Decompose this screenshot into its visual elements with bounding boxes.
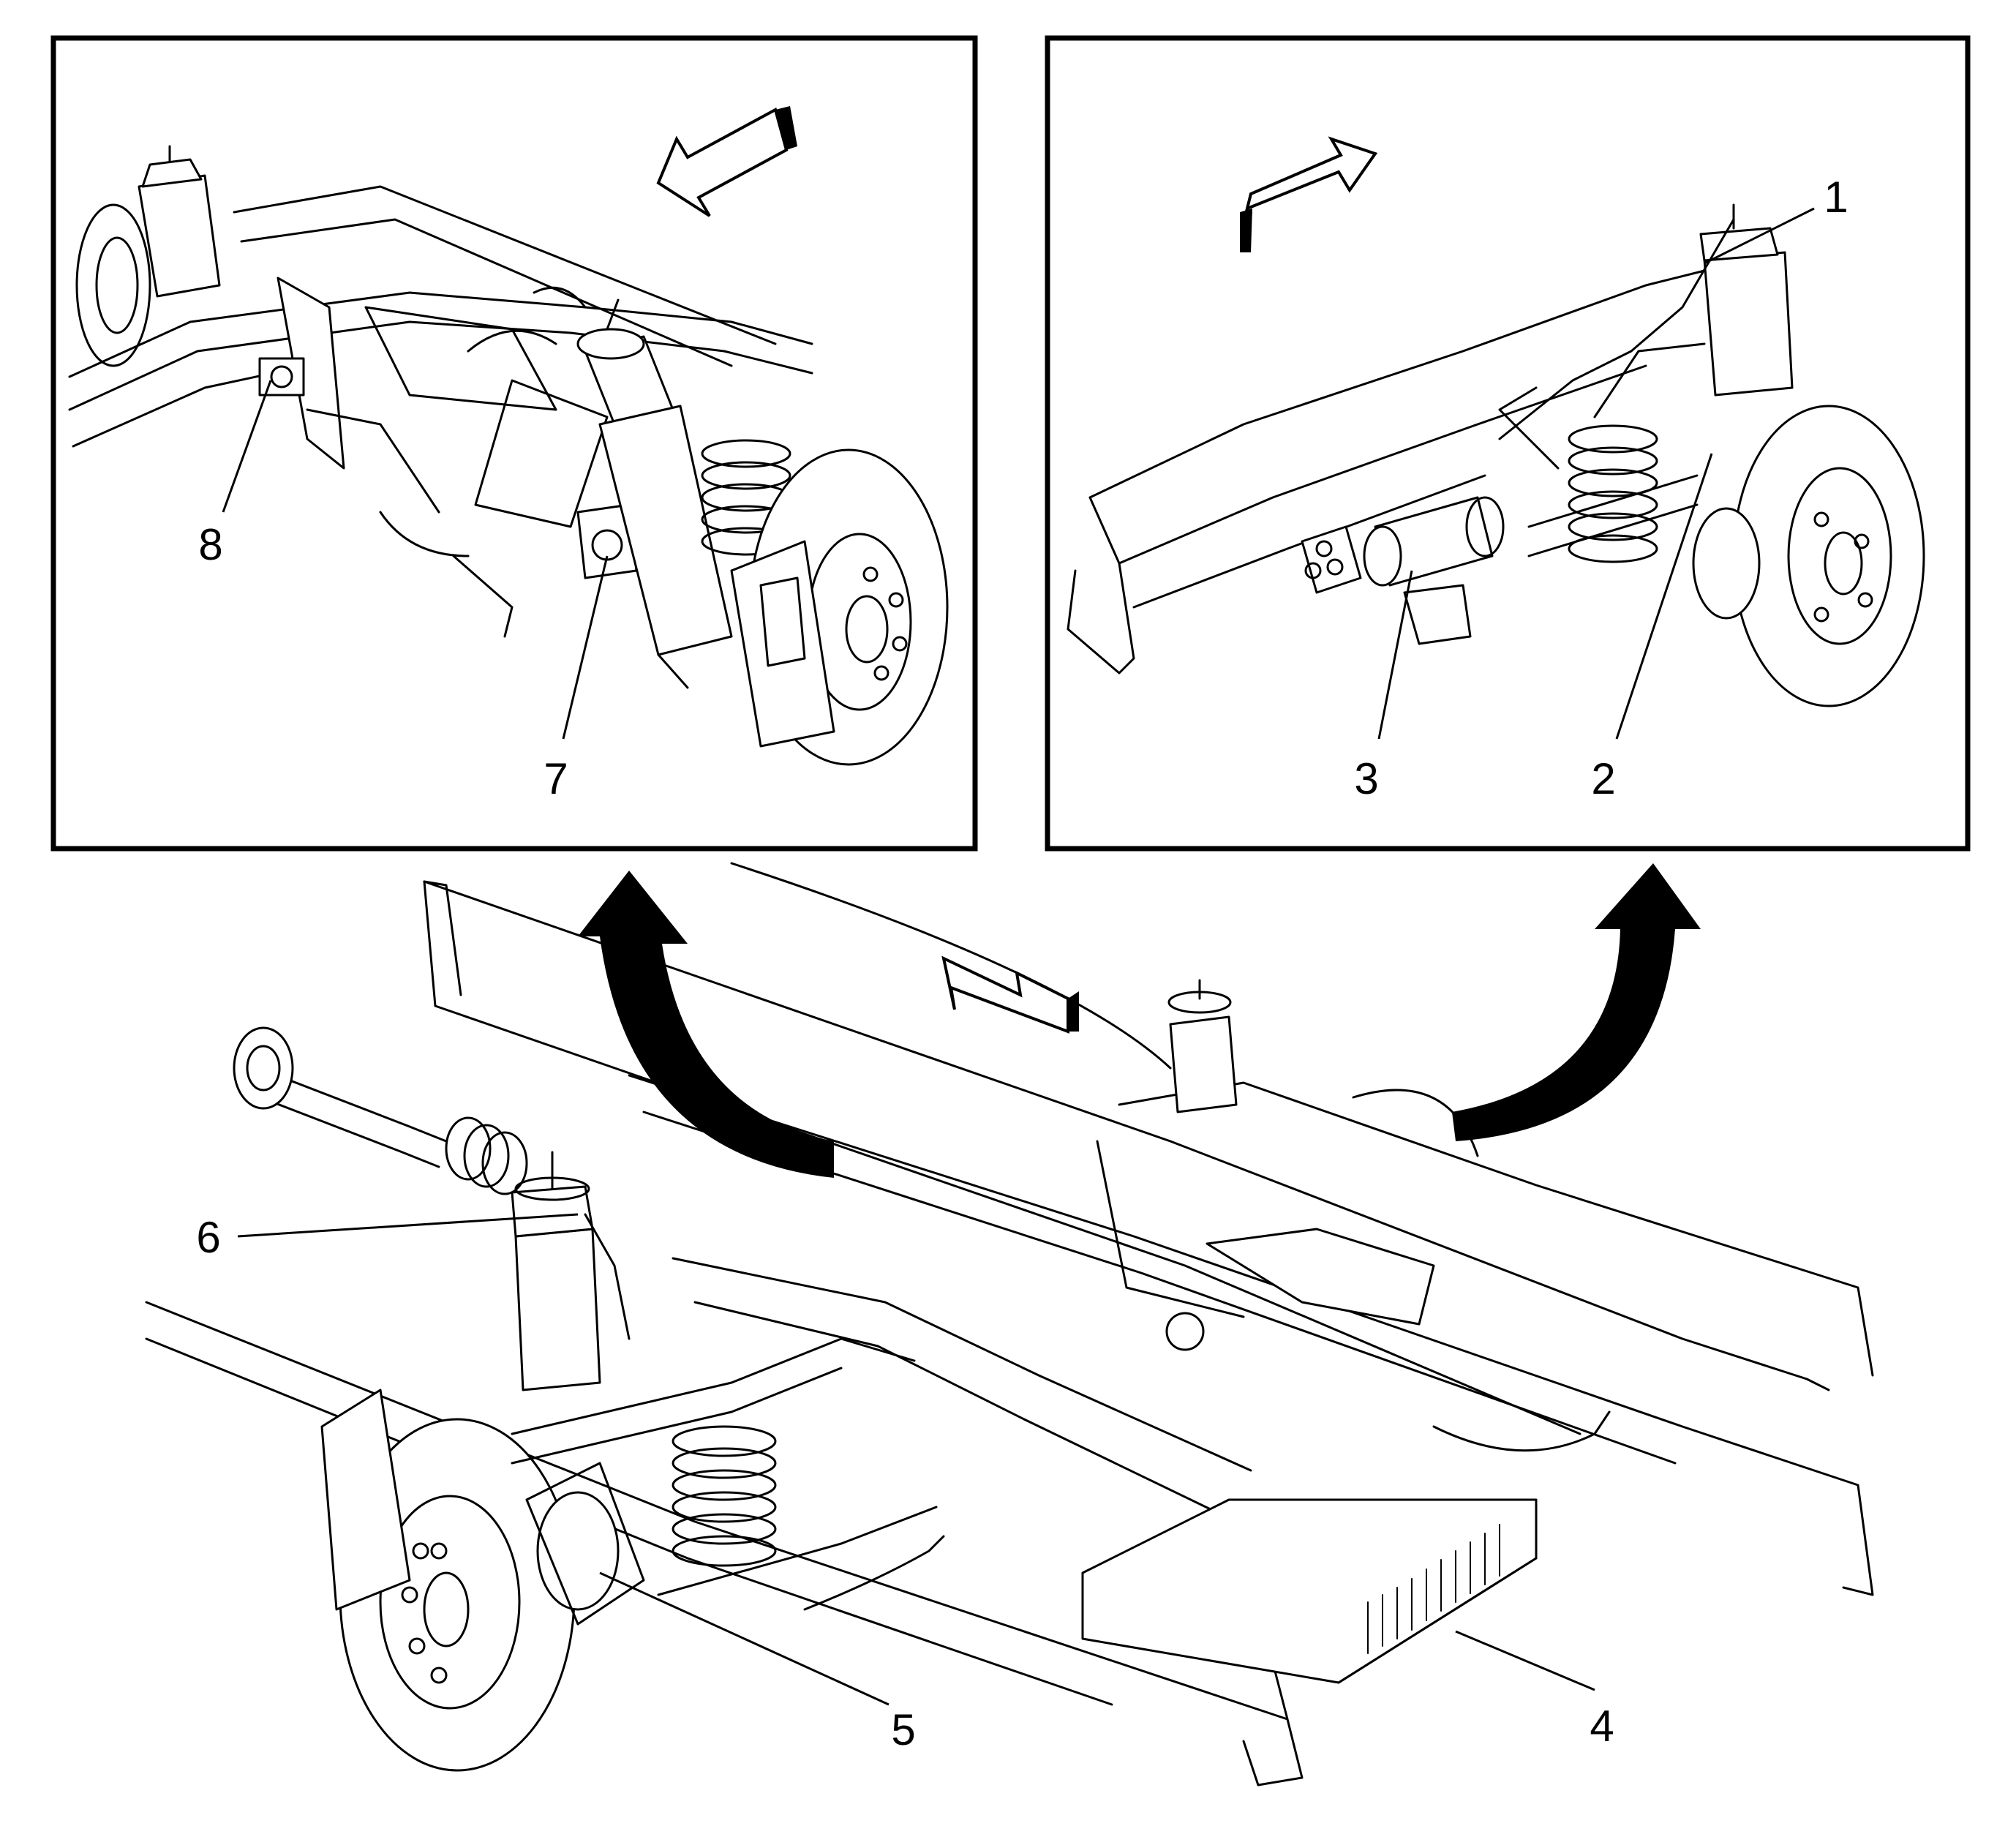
callout-8-leader [222,380,272,513]
inset-right-drawing [1067,203,1925,707]
callout-7: 7 [544,754,568,803]
callout-2: 2 [1591,754,1615,803]
callout-1-leader [1704,207,1815,265]
callout-1: 1 [1824,173,1848,222]
callout-4-leader [1455,1630,1595,1691]
direction-arrow-main [941,955,1079,1034]
callout-5-leader [599,1571,889,1706]
callout-6-leader [237,1213,579,1238]
callout-6: 6 [196,1213,220,1262]
callout-4: 4 [1590,1702,1614,1751]
main-chassis-drawing [145,862,1874,1786]
inset-left-panel: 8 7 [50,35,978,852]
curved-arrow-to-right-inset [1452,863,1701,1141]
callout-8: 8 [198,520,222,569]
callout-3-leader [1377,570,1413,740]
callout-2-leader [1615,453,1713,740]
inset-left-drawing [68,145,949,766]
callout-5: 5 [891,1705,915,1754]
callout-7-leader [562,555,609,740]
direction-arrow-right-inset [1240,136,1378,252]
inset-right-panel: 1 2 3 [1045,35,1971,852]
direction-arrow-left-inset [656,106,797,217]
curved-arrow-to-left-inset [578,871,834,1178]
callout-3: 3 [1354,754,1378,803]
